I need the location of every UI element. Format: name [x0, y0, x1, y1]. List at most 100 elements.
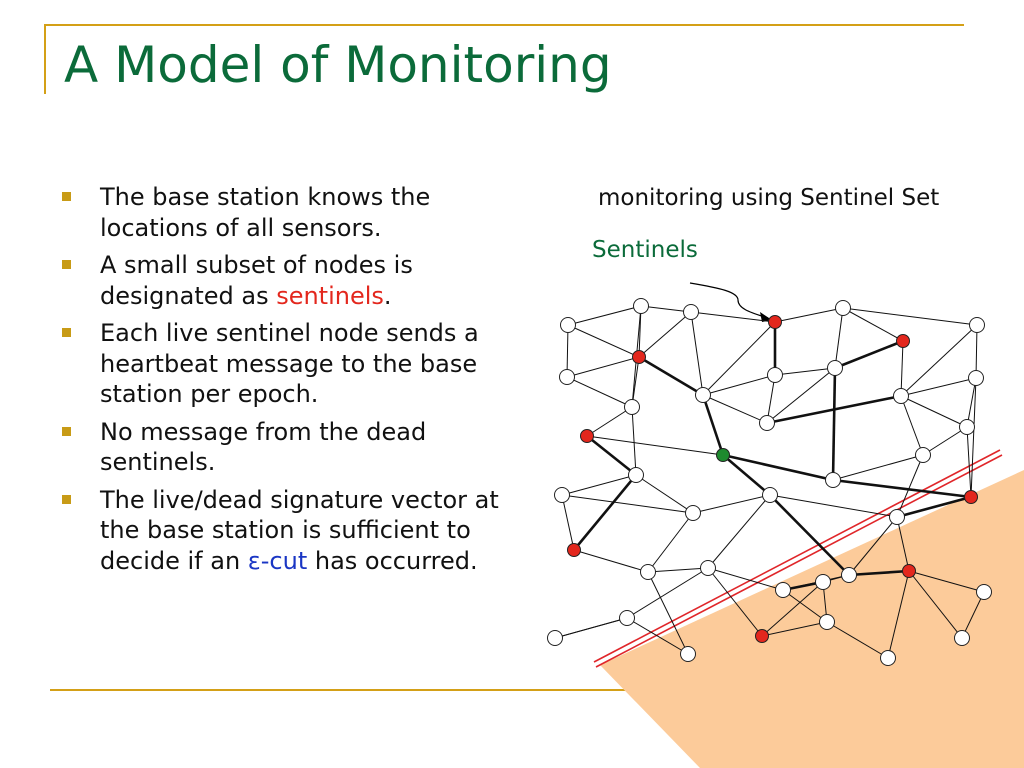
sensor-node [695, 387, 711, 403]
network-edge [761, 581, 824, 637]
sensor-node [633, 298, 649, 314]
sentinel-path-edge [586, 434, 637, 477]
network-edge [586, 435, 724, 456]
network-edge [567, 305, 642, 326]
network-edge [567, 324, 640, 358]
sensor-node [880, 650, 896, 666]
cut-region [593, 449, 1024, 768]
network-edge [554, 617, 628, 639]
cut-line [595, 454, 1003, 668]
network-edge [647, 571, 689, 655]
sensor-node [954, 630, 970, 646]
network-edge [966, 426, 972, 498]
sensor-node [547, 630, 563, 646]
frame-bottom-rule [50, 689, 972, 691]
network-edge [707, 494, 771, 569]
sensor-node [815, 574, 831, 590]
bullet-item: The live/dead signature vector at the ba… [62, 485, 532, 577]
sensor-node [835, 300, 851, 316]
network-edge [908, 570, 963, 639]
network-edge [635, 474, 694, 514]
sensor-node [968, 370, 984, 386]
network-edge [566, 324, 569, 378]
sensor-node [683, 304, 699, 320]
sensor-node [827, 360, 843, 376]
network-edge [692, 494, 771, 514]
sentinel-node [768, 315, 782, 329]
square-bullet-icon [62, 192, 71, 201]
network-edge [647, 567, 709, 573]
bullet-item: A small subset of nodes is designated as… [62, 250, 532, 311]
network-edge [769, 494, 898, 518]
network-edge [586, 406, 633, 437]
network-edge [561, 494, 575, 551]
network-edge [566, 356, 640, 378]
network-edge [626, 617, 689, 655]
network-edge [702, 374, 776, 396]
network-edge [887, 570, 910, 659]
network-edge [766, 367, 836, 424]
network-edge [561, 494, 694, 514]
frame-top-rule [44, 24, 964, 26]
cut-region-fill [600, 470, 1024, 768]
sensor-node [624, 399, 640, 415]
sensor-node [915, 447, 931, 463]
sentinel-node [580, 429, 594, 443]
square-bullet-icon [62, 260, 71, 269]
epsilon-cut-keyword: ε-cut [247, 546, 308, 575]
sentinel-node [632, 350, 646, 364]
sensor-node [841, 567, 857, 583]
sentinels-keyword: sentinels [276, 281, 384, 310]
network-nodes [547, 298, 992, 666]
bullet-list: The base station knows the locations of … [62, 182, 532, 583]
bullet-text: has occurred. [307, 546, 478, 575]
network-edge [638, 311, 692, 358]
sensor-node [825, 472, 841, 488]
network-edge [834, 307, 844, 369]
network-edge [774, 307, 844, 323]
sensor-node [560, 317, 576, 333]
network-edge [774, 367, 836, 376]
network-edge [647, 512, 694, 573]
sensor-node [893, 388, 909, 404]
sentinel-path-edge [722, 453, 834, 482]
sensor-node [628, 467, 644, 483]
sensor-node [685, 505, 701, 521]
network-edge [690, 311, 776, 323]
network-edge [766, 374, 776, 424]
network-edge [782, 589, 828, 623]
network-edge [975, 324, 978, 379]
network-edge [896, 516, 910, 572]
network-edge [900, 324, 978, 397]
network-edge [707, 567, 763, 637]
square-bullet-icon [62, 494, 71, 504]
sentinel-node [567, 543, 581, 557]
network-edge [626, 567, 709, 619]
network-edge [900, 377, 977, 397]
sentinel-path-edge [896, 495, 972, 519]
network-edge [922, 426, 968, 456]
diagram-caption: monitoring using Sentinel Set [598, 185, 940, 211]
sensor-node [976, 584, 992, 600]
network-edges [554, 305, 985, 659]
sentinel-path-edge [848, 569, 910, 577]
network-edge [908, 570, 985, 593]
sensor-node [969, 317, 985, 333]
network-edge [573, 549, 649, 573]
sensor-node [819, 614, 835, 630]
slide-title: A Model of Monitoring [64, 36, 612, 94]
sensor-node [640, 564, 656, 580]
bullet-item: Each live sentinel node sends a heartbea… [62, 318, 532, 410]
square-bullet-icon [62, 426, 71, 436]
sentinel-node [896, 334, 910, 348]
sensor-node [700, 560, 716, 576]
sensor-node [759, 415, 775, 431]
network-edge [970, 377, 977, 498]
sensor-node [775, 582, 791, 598]
network-edge [961, 591, 985, 639]
sensor-node [762, 487, 778, 503]
network-edge [966, 377, 977, 428]
bullet-text: . [383, 281, 392, 310]
sentinel-path-edge [832, 478, 972, 499]
